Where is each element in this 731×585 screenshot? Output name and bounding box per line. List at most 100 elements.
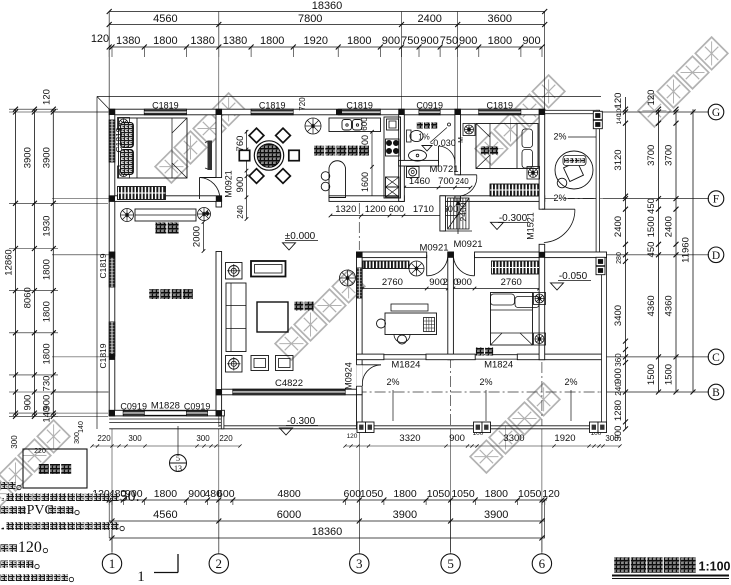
svg-text:900: 900 (420, 35, 438, 47)
svg-text:1500: 1500 (646, 364, 657, 385)
svg-text:3400: 3400 (613, 305, 624, 326)
svg-text:2%: 2% (553, 132, 566, 142)
svg-text:4560: 4560 (153, 509, 177, 521)
svg-text:1800: 1800 (488, 35, 512, 47)
svg-text:360: 360 (614, 353, 623, 367)
svg-text:4360: 4360 (646, 295, 657, 316)
svg-text:3: 3 (356, 556, 363, 571)
svg-text:5: 5 (176, 454, 180, 463)
svg-text:2%: 2% (386, 377, 399, 387)
svg-text:C0919: C0919 (120, 402, 147, 412)
svg-text:3700: 3700 (664, 145, 675, 166)
svg-text:220: 220 (219, 434, 233, 443)
svg-text:2000: 2000 (192, 226, 203, 247)
svg-text:240: 240 (236, 205, 245, 219)
svg-text:120: 120 (91, 33, 109, 45)
svg-text:450: 450 (646, 198, 657, 214)
svg-text:C0919: C0919 (416, 101, 443, 111)
svg-text:1280: 1280 (613, 400, 624, 421)
svg-text:1%: 1% (418, 133, 430, 142)
svg-text:C1819: C1819 (346, 101, 373, 111)
svg-text:700: 700 (438, 176, 454, 187)
svg-text:18360: 18360 (312, 0, 343, 12)
svg-text:±0.000: ±0.000 (285, 231, 316, 242)
svg-text:M0924: M0924 (344, 362, 354, 390)
svg-text:2%: 2% (553, 193, 566, 203)
svg-text:1380: 1380 (223, 35, 247, 47)
svg-text:2400: 2400 (613, 216, 624, 237)
svg-text:C1819: C1819 (98, 253, 108, 278)
svg-text:3320: 3320 (399, 433, 420, 444)
svg-text:D: D (712, 250, 720, 262)
svg-text:600: 600 (360, 117, 369, 131)
svg-text:900: 900 (429, 277, 445, 288)
svg-text:2760: 2760 (501, 277, 522, 288)
svg-text:2%: 2% (564, 377, 577, 387)
svg-text:1500: 1500 (646, 216, 657, 237)
svg-text:1600: 1600 (360, 172, 370, 192)
svg-text:3900: 3900 (393, 509, 417, 521)
svg-text:50.: 50. (120, 488, 140, 505)
svg-text:3120: 3120 (613, 149, 624, 170)
svg-text:M: M (458, 137, 465, 143)
svg-text:C1819: C1819 (98, 343, 108, 368)
svg-text:120: 120 (646, 90, 657, 106)
svg-text:220: 220 (97, 434, 111, 443)
svg-text:1930: 1930 (42, 216, 53, 237)
svg-text:300: 300 (613, 426, 624, 442)
svg-text:C1819: C1819 (152, 101, 179, 111)
svg-text:5: 5 (447, 556, 454, 571)
svg-text:1: 1 (137, 569, 145, 585)
svg-text:750: 750 (401, 35, 419, 47)
svg-text:900: 900 (235, 177, 246, 193)
svg-text:900: 900 (382, 35, 400, 47)
svg-text:140: 140 (42, 407, 53, 423)
svg-text:900: 900 (522, 35, 540, 47)
svg-text:1800: 1800 (347, 35, 371, 47)
svg-text:1920: 1920 (554, 433, 575, 444)
svg-text:140: 140 (78, 421, 85, 433)
svg-text:100: 100 (591, 430, 602, 437)
svg-text:1800: 1800 (42, 259, 53, 280)
svg-text:M1828: M1828 (151, 401, 180, 412)
svg-text:6: 6 (539, 556, 546, 571)
svg-text:480: 480 (204, 488, 222, 500)
svg-text:18360: 18360 (312, 526, 343, 538)
svg-text:-0.300: -0.300 (499, 213, 528, 224)
svg-text:2%: 2% (479, 377, 492, 387)
svg-text:1:100: 1:100 (699, 560, 731, 574)
svg-text:4560: 4560 (153, 13, 177, 25)
svg-text:-0.030: -0.030 (430, 138, 456, 148)
svg-text:1800: 1800 (154, 488, 178, 500)
svg-text:1500: 1500 (664, 364, 675, 385)
svg-text:600: 600 (217, 488, 235, 500)
svg-text:B: B (712, 387, 720, 399)
svg-text:140: 140 (616, 113, 623, 124)
svg-text:6000: 6000 (277, 509, 301, 521)
svg-text:8060: 8060 (23, 287, 34, 308)
svg-text:-0.300: -0.300 (287, 416, 316, 427)
svg-text:1800: 1800 (42, 343, 53, 364)
svg-text:120: 120 (542, 488, 560, 500)
svg-text:3600: 3600 (488, 13, 512, 25)
svg-text:300: 300 (196, 434, 210, 443)
svg-text:M0721: M0721 (429, 164, 458, 175)
svg-text:120: 120 (18, 539, 42, 556)
svg-text:240: 240 (455, 177, 469, 186)
svg-text:1800: 1800 (485, 488, 509, 500)
svg-text:4360: 4360 (664, 295, 675, 316)
svg-text:1050: 1050 (518, 488, 542, 500)
svg-text:1380: 1380 (190, 35, 214, 47)
svg-text:2: 2 (216, 556, 223, 571)
svg-text:120: 120 (613, 93, 624, 109)
svg-text:900: 900 (456, 277, 472, 288)
svg-text:1320: 1320 (335, 204, 356, 215)
svg-text:300: 300 (128, 434, 142, 443)
svg-text:2760: 2760 (382, 277, 403, 288)
svg-text:750: 750 (440, 35, 458, 47)
svg-text:1710: 1710 (413, 204, 434, 215)
svg-text:100: 100 (473, 430, 484, 437)
svg-text:11960: 11960 (681, 237, 692, 263)
svg-text:1: 1 (109, 556, 116, 571)
svg-text:F: F (713, 194, 719, 206)
